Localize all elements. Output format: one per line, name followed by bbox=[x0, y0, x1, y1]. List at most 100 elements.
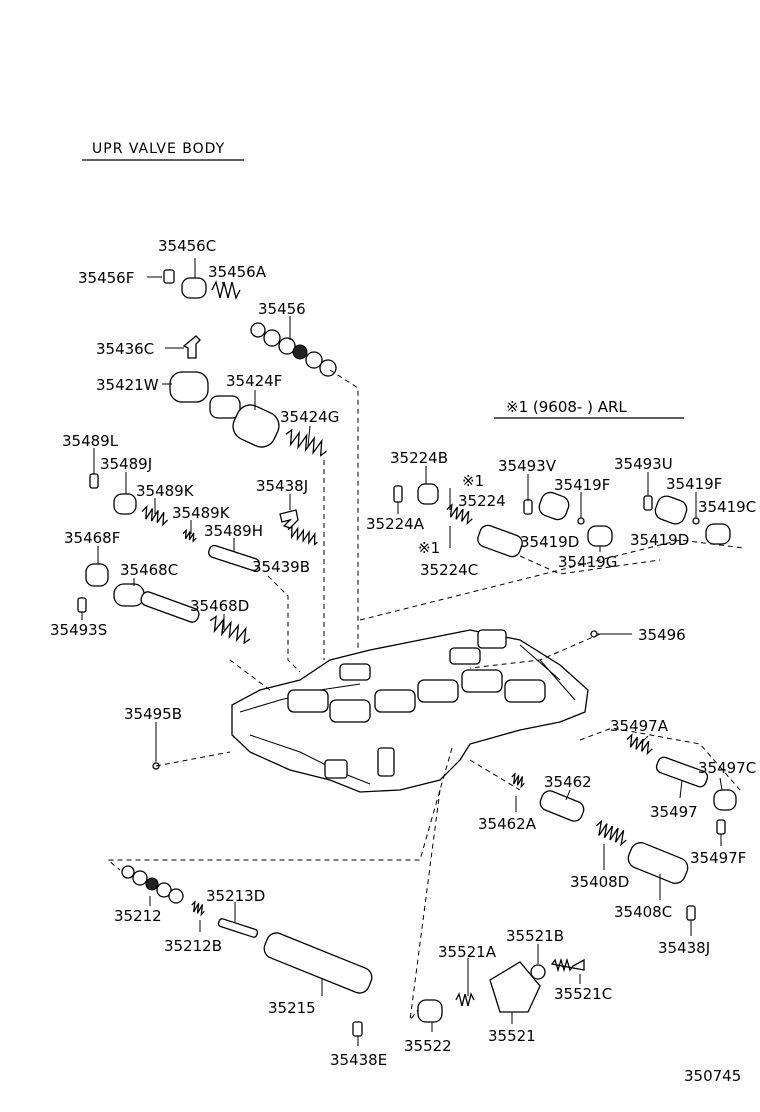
part-shape-35493U bbox=[643, 495, 653, 511]
part-shape-35521A bbox=[455, 992, 475, 1007]
part-shape-35438E bbox=[352, 1021, 363, 1037]
part-shape-35213D bbox=[217, 918, 259, 938]
part-shape-35521 bbox=[489, 961, 541, 1013]
label-35489H: 35489H bbox=[204, 522, 263, 540]
part-shape-35489J bbox=[113, 493, 137, 515]
label-35438J-top: 35438J bbox=[256, 477, 308, 495]
label-35419F-2: 35419F bbox=[666, 475, 722, 493]
part-shape-35439B bbox=[287, 525, 318, 546]
part-shape-35522 bbox=[417, 999, 443, 1023]
part-shape-35419F-1 bbox=[577, 517, 585, 525]
part-shape-35424F bbox=[209, 395, 280, 448]
label-35436C: 35436C bbox=[96, 340, 154, 358]
label-35212: 35212 bbox=[114, 907, 162, 925]
label-35408C: 35408C bbox=[614, 903, 672, 921]
part-shape-35212B bbox=[191, 900, 205, 917]
part-shape-35419D-2 bbox=[654, 495, 688, 525]
variant-note: ※1 (9608- ) ARL bbox=[506, 398, 627, 416]
label-35456F: 35456F bbox=[78, 269, 134, 287]
label-35489K-1: 35489K bbox=[136, 482, 195, 500]
label-35496: 35496 bbox=[638, 626, 686, 644]
part-shape-35489L bbox=[89, 473, 99, 489]
part-shape-35521C bbox=[550, 957, 585, 973]
label-35224B: 35224B bbox=[390, 449, 448, 467]
part-shape-35436C bbox=[182, 335, 201, 359]
label-35215: 35215 bbox=[268, 999, 316, 1017]
label-35419F-1: 35419F bbox=[554, 476, 610, 494]
part-shape-35497F bbox=[716, 819, 726, 835]
part-shape-35456 bbox=[250, 322, 337, 377]
part-shape-35489H bbox=[208, 544, 260, 572]
label-35495B: 35495B bbox=[124, 705, 182, 723]
label-35419G: 35419G bbox=[558, 553, 617, 571]
part-shape-35424G bbox=[285, 428, 327, 457]
label-35212B: 35212B bbox=[164, 937, 222, 955]
label-35456: 35456 bbox=[258, 300, 306, 318]
part-shape-35462A bbox=[511, 772, 525, 789]
part-shape-35493S bbox=[77, 597, 87, 613]
label-35489K-2: 35489K bbox=[172, 504, 231, 522]
part-shape-35224A bbox=[393, 485, 403, 503]
label-35456A: 35456A bbox=[208, 263, 267, 281]
part-shape-35456A bbox=[211, 280, 241, 300]
label-35224: 35224 bbox=[458, 492, 506, 510]
label-35438E: 35438E bbox=[330, 1051, 387, 1069]
part-shape-35462 bbox=[539, 790, 585, 822]
label-35468D: 35468D bbox=[190, 597, 249, 615]
part-shape-35421W bbox=[169, 371, 209, 403]
label-35489J: 35489J bbox=[100, 455, 152, 473]
part-shape-35438J-top bbox=[279, 509, 299, 529]
label-35419D-2: 35419D bbox=[630, 531, 689, 549]
label-35522: 35522 bbox=[404, 1037, 452, 1055]
label-35521A: 35521A bbox=[438, 943, 497, 961]
label-35493S: 35493S bbox=[50, 621, 107, 639]
part-shape-35497 bbox=[655, 756, 709, 788]
label-35224A: 35224A bbox=[366, 515, 425, 533]
part-shape-35468D bbox=[209, 615, 251, 645]
part-shape-35497C bbox=[713, 789, 737, 811]
label-35419D-1: 35419D bbox=[520, 533, 579, 551]
label-35456C: 35456C bbox=[158, 237, 216, 255]
label-35497C: 35497C bbox=[698, 759, 756, 777]
mark-1-b: ※1 bbox=[418, 539, 440, 557]
assembly-dash-lines bbox=[106, 369, 745, 1022]
part-shape-35224C bbox=[477, 524, 523, 558]
part-shape-35224 bbox=[446, 503, 473, 526]
label-35468F: 35468F bbox=[64, 529, 120, 547]
diagram-title: UPR VALVE BODY bbox=[92, 141, 225, 157]
label-35493U: 35493U bbox=[614, 455, 673, 473]
label-35521C: 35521C bbox=[554, 985, 612, 1003]
label-35439B: 35439B bbox=[252, 558, 310, 576]
label-35424F: 35424F bbox=[226, 372, 282, 390]
part-shape-35419D-1 bbox=[538, 491, 570, 521]
label-35497: 35497 bbox=[650, 803, 698, 821]
part-shape-35419C bbox=[705, 523, 731, 545]
part-shape-35408D bbox=[595, 819, 627, 847]
part-shape-35456C bbox=[181, 277, 207, 299]
label-35489L: 35489L bbox=[62, 432, 119, 450]
mark-1-a: ※1 bbox=[462, 472, 484, 490]
part-shape-35521B bbox=[530, 964, 546, 980]
part-shape-35456F bbox=[163, 269, 175, 284]
parts bbox=[77, 269, 737, 1037]
part-shape-35489K-1 bbox=[141, 505, 169, 527]
label-35213D: 35213D bbox=[206, 887, 265, 905]
part-shape-35215 bbox=[263, 932, 373, 994]
label-35462: 35462 bbox=[544, 773, 592, 791]
part-shape-35438J-bottom bbox=[686, 905, 696, 921]
label-35424G: 35424G bbox=[280, 408, 339, 426]
part-shape-35212 bbox=[121, 865, 184, 904]
part-shape-35224B bbox=[417, 483, 439, 505]
part-shape-35468C bbox=[113, 583, 200, 623]
leader-lines bbox=[81, 258, 723, 1046]
part-shape-35408C bbox=[627, 842, 689, 884]
label-35224C: 35224C bbox=[420, 561, 478, 579]
label-35421W: 35421W bbox=[96, 376, 159, 394]
part-shape-35497A bbox=[626, 733, 653, 756]
label-35493V: 35493V bbox=[498, 457, 557, 475]
label-35419C: 35419C bbox=[698, 498, 756, 516]
label-35408D: 35408D bbox=[570, 873, 629, 891]
label-35521: 35521 bbox=[488, 1027, 536, 1045]
part-shape-35419G bbox=[587, 525, 613, 547]
